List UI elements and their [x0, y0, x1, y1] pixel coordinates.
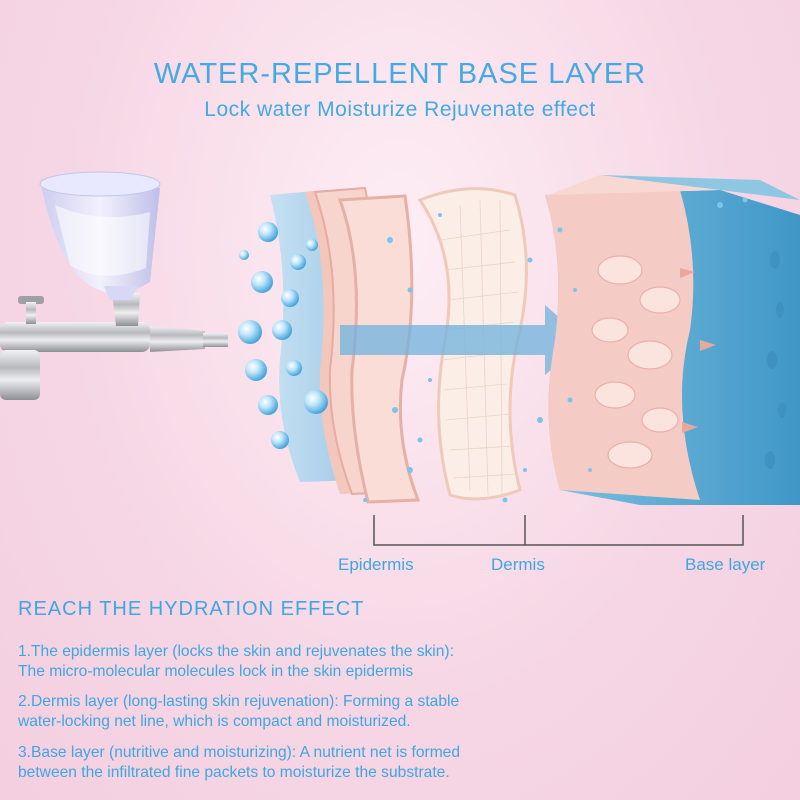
arrow-icon — [340, 305, 585, 375]
item-line: 1.The epidermis layer (locks the skin an… — [18, 643, 454, 660]
item-line: between the infiltrated fine packets to … — [18, 764, 450, 781]
page-title: WATER-REPELLENT BASE LAYER — [153, 58, 647, 90]
item-line: The micro-molecular molecules lock in th… — [18, 663, 414, 680]
item-line: 2.Dermis layer (long-lasting skin rejuve… — [18, 693, 460, 710]
list-item: 1.The epidermis layer (locks the skin an… — [18, 642, 454, 682]
label-base-layer: Base layer — [685, 555, 766, 574]
list-item: 2.Dermis layer (long-lasting skin rejuve… — [18, 692, 459, 732]
list-item: 3.Base layer (nutritive and moisturizing… — [18, 743, 460, 783]
label-dermis: Dermis — [491, 555, 545, 574]
base-layer-block — [545, 175, 800, 505]
item-line: water-locking net line, which is compact… — [18, 713, 411, 730]
airbrush-icon — [0, 171, 228, 400]
page-subtitle: Lock water Moisturize Rejuvenate effect — [204, 98, 596, 121]
label-epidermis: Epidermis — [338, 555, 414, 574]
layer-bracket-lines — [373, 515, 744, 546]
section-heading: REACH THE HYDRATION EFFECT — [18, 598, 365, 620]
water-droplets — [238, 197, 748, 503]
item-line: 3.Base layer (nutritive and moisturizing… — [18, 744, 461, 761]
skin-layers-illustration — [0, 171, 800, 546]
